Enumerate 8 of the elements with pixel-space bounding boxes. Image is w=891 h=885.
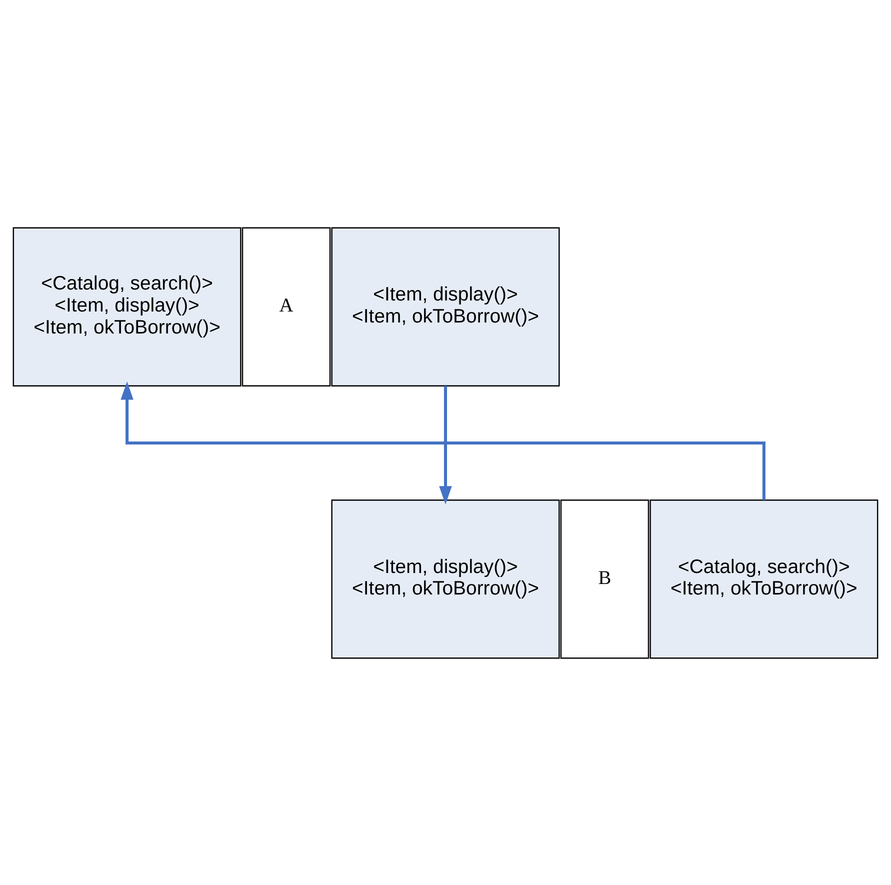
node-box: B (560, 499, 650, 658)
node-box: A (242, 226, 331, 386)
arrow (120, 380, 766, 500)
node-box: <Catalog, search()> <Item, display()> <Item, okToBorrow()> (12, 226, 242, 386)
node-box: <Catalog, search()> <Item, okToBorrow()> (650, 499, 878, 658)
node-box: <Item, display()> <Item, okToBorrow()> (331, 226, 560, 386)
node-box: <Item, display()> <Item, okToBorrow()> (331, 499, 560, 658)
arrow (439, 385, 452, 504)
